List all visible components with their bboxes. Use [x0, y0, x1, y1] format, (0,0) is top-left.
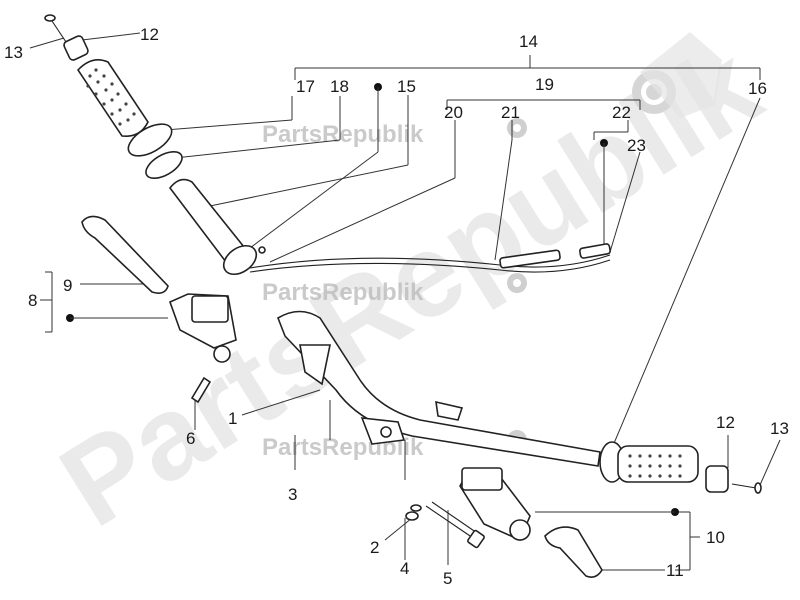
watermark-small-1: PartsRepublik: [262, 121, 424, 148]
leader-lines: [29, 32, 781, 571]
callout-1: 1: [228, 409, 237, 428]
throttle-cable: [249, 243, 611, 273]
callout-3: 3: [288, 485, 297, 504]
left-brake-assembly: [81, 215, 237, 404]
callout-21: 21: [501, 103, 520, 122]
callout-9: 9: [63, 276, 72, 295]
callout-12-top: 12: [140, 25, 159, 44]
callout-16: 16: [748, 79, 767, 98]
callout-2: 2: [370, 538, 379, 557]
callout-14: 14: [519, 32, 538, 51]
callout-6: 6: [186, 429, 195, 448]
callout-11: 11: [666, 561, 684, 580]
gear-watermark-icon: [507, 273, 527, 293]
watermark-small-2: PartsRepublik: [262, 279, 424, 306]
callout-19: 19: [535, 75, 554, 94]
callout-10: 10: [706, 528, 725, 547]
callout-labels: 13 12 14 17 18 15 19 16 20 21 22 23 8 9 …: [4, 25, 789, 588]
callout-8: 8: [28, 291, 37, 310]
callout-22: 22: [612, 103, 631, 122]
callout-13-right: 13: [770, 419, 789, 438]
right-grip-assembly: [599, 441, 762, 494]
callout-5: 5: [443, 569, 452, 588]
watermark-badge: [640, 32, 722, 118]
callout-12-right: 12: [716, 413, 735, 432]
right-brake-assembly: [405, 467, 603, 578]
callout-13-top: 13: [4, 43, 23, 62]
callout-15: 15: [397, 77, 416, 96]
callout-20: 20: [444, 103, 463, 122]
left-grip-assembly: [44, 14, 266, 276]
callout-17: 17: [296, 77, 315, 96]
callout-23: 23: [627, 136, 646, 155]
handlebar: [277, 310, 601, 467]
callout-4: 4: [400, 559, 409, 578]
callout-18: 18: [330, 77, 349, 96]
